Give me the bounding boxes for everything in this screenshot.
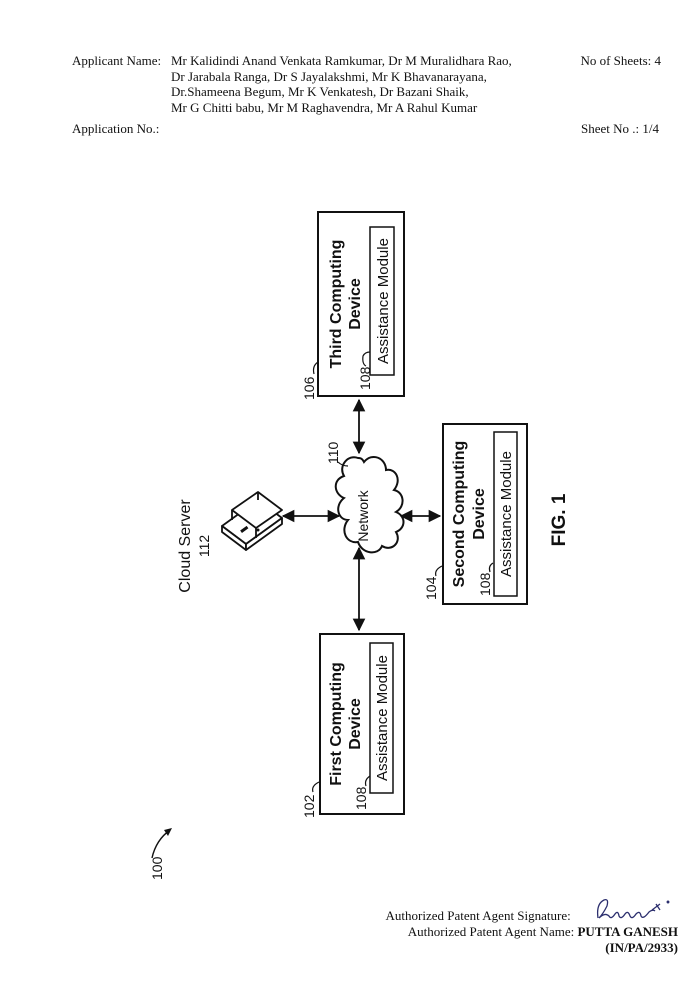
module-label: Assistance Module xyxy=(498,451,515,577)
second-computing-device: Second Computing Device Assistance Modul… xyxy=(423,424,527,604)
device-name-line1: Second Computing xyxy=(451,441,468,588)
network-ref: 110 xyxy=(325,441,341,464)
system-ref: 100 xyxy=(149,828,172,880)
device-name-line1: Third Computing xyxy=(328,240,345,369)
module-ref: 108 xyxy=(353,786,369,810)
cloud-server-label: Cloud Server xyxy=(177,499,194,593)
device-name-line2: Device xyxy=(471,488,488,540)
module-ref: 108 xyxy=(477,572,493,596)
agent-name: PUTTA GANESH xyxy=(577,924,678,939)
device-name-line2: Device xyxy=(347,698,364,750)
signature-line: Authorized Patent Agent Signature: xyxy=(386,908,678,924)
page-footer: Authorized Patent Agent Signature: Autho… xyxy=(386,908,678,956)
system-ref-number: 100 xyxy=(149,856,165,880)
agent-name-label: Authorized Patent Agent Name: xyxy=(408,924,574,939)
figure-label: FIG. 1 xyxy=(549,493,570,546)
agent-registration: (IN/PA/2933) xyxy=(605,940,678,955)
network-label: Network xyxy=(355,489,371,541)
server-icon xyxy=(222,492,282,550)
signature-label: Authorized Patent Agent Signature: xyxy=(386,908,571,923)
network-cloud: Network 110 xyxy=(325,441,404,552)
device-ref: 102 xyxy=(301,794,317,818)
device-ref: 106 xyxy=(301,376,317,400)
third-computing-device: Third Computing Device Assistance Module… xyxy=(301,212,404,400)
cloud-server: Cloud Server 112 xyxy=(177,492,282,593)
first-computing-device: First Computing Device Assistance Module… xyxy=(301,634,404,818)
module-label: Assistance Module xyxy=(374,655,391,781)
device-ref: 104 xyxy=(423,576,439,600)
cloud-server-ref: 112 xyxy=(196,535,212,558)
agent-reg-line: (IN/PA/2933) xyxy=(386,940,678,956)
agent-name-line: Authorized Patent Agent Name: PUTTA GANE… xyxy=(386,924,678,940)
device-name-line1: First Computing xyxy=(328,662,345,786)
device-name-line2: Device xyxy=(347,278,364,330)
module-ref: 108 xyxy=(357,366,373,390)
module-label: Assistance Module xyxy=(375,238,392,364)
